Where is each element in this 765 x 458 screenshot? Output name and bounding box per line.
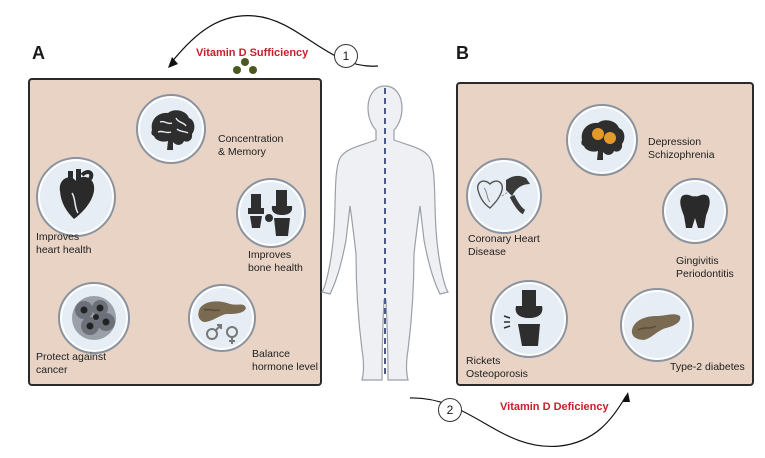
label-depression: Depression Schizophrenia	[648, 136, 715, 161]
step-1-badge: 1	[334, 44, 358, 68]
label-heart-health: Improves heart health	[36, 231, 92, 256]
label-cancer: Protect against cancer	[36, 351, 107, 376]
step-2-badge: 2	[438, 398, 462, 422]
deficiency-title: Vitamin D Deficiency	[500, 401, 609, 413]
brain-affected-icon	[566, 104, 638, 176]
label-coronary: Coronary Heart Disease	[468, 233, 540, 258]
label-rickets: Rickets Osteoporosis	[466, 355, 528, 380]
label-hormone: Balance hormone level	[252, 348, 318, 373]
label-gingivitis: Gingivitis Periodontitis	[676, 255, 734, 280]
deficiency-arrowhead	[622, 392, 630, 402]
vitamin-dot	[249, 66, 257, 74]
knee-joint-icon	[490, 280, 568, 358]
pancreas-icon	[620, 288, 694, 362]
panel-a-letter: A	[32, 43, 45, 63]
sufficiency-title: Vitamin D Sufficiency	[196, 47, 309, 59]
heart-icon	[36, 157, 116, 237]
pancreas-gender-icon	[188, 284, 256, 352]
bone-joint-icon	[236, 178, 306, 248]
vitamin-dot	[241, 58, 249, 66]
label-diabetes: Type-2 diabetes	[670, 361, 745, 373]
brain-icon	[136, 94, 206, 164]
label-concentration: Concentration & Memory	[218, 133, 284, 158]
panel-b-letter: B	[456, 43, 469, 63]
heart-artery-icon	[466, 158, 542, 234]
label-bone-health: Improves bone health	[248, 249, 303, 274]
vitamin-dot	[233, 66, 241, 74]
tooth-icon	[662, 178, 728, 244]
sufficiency-arrowhead	[168, 57, 178, 68]
cancer-cell-icon	[58, 282, 130, 354]
